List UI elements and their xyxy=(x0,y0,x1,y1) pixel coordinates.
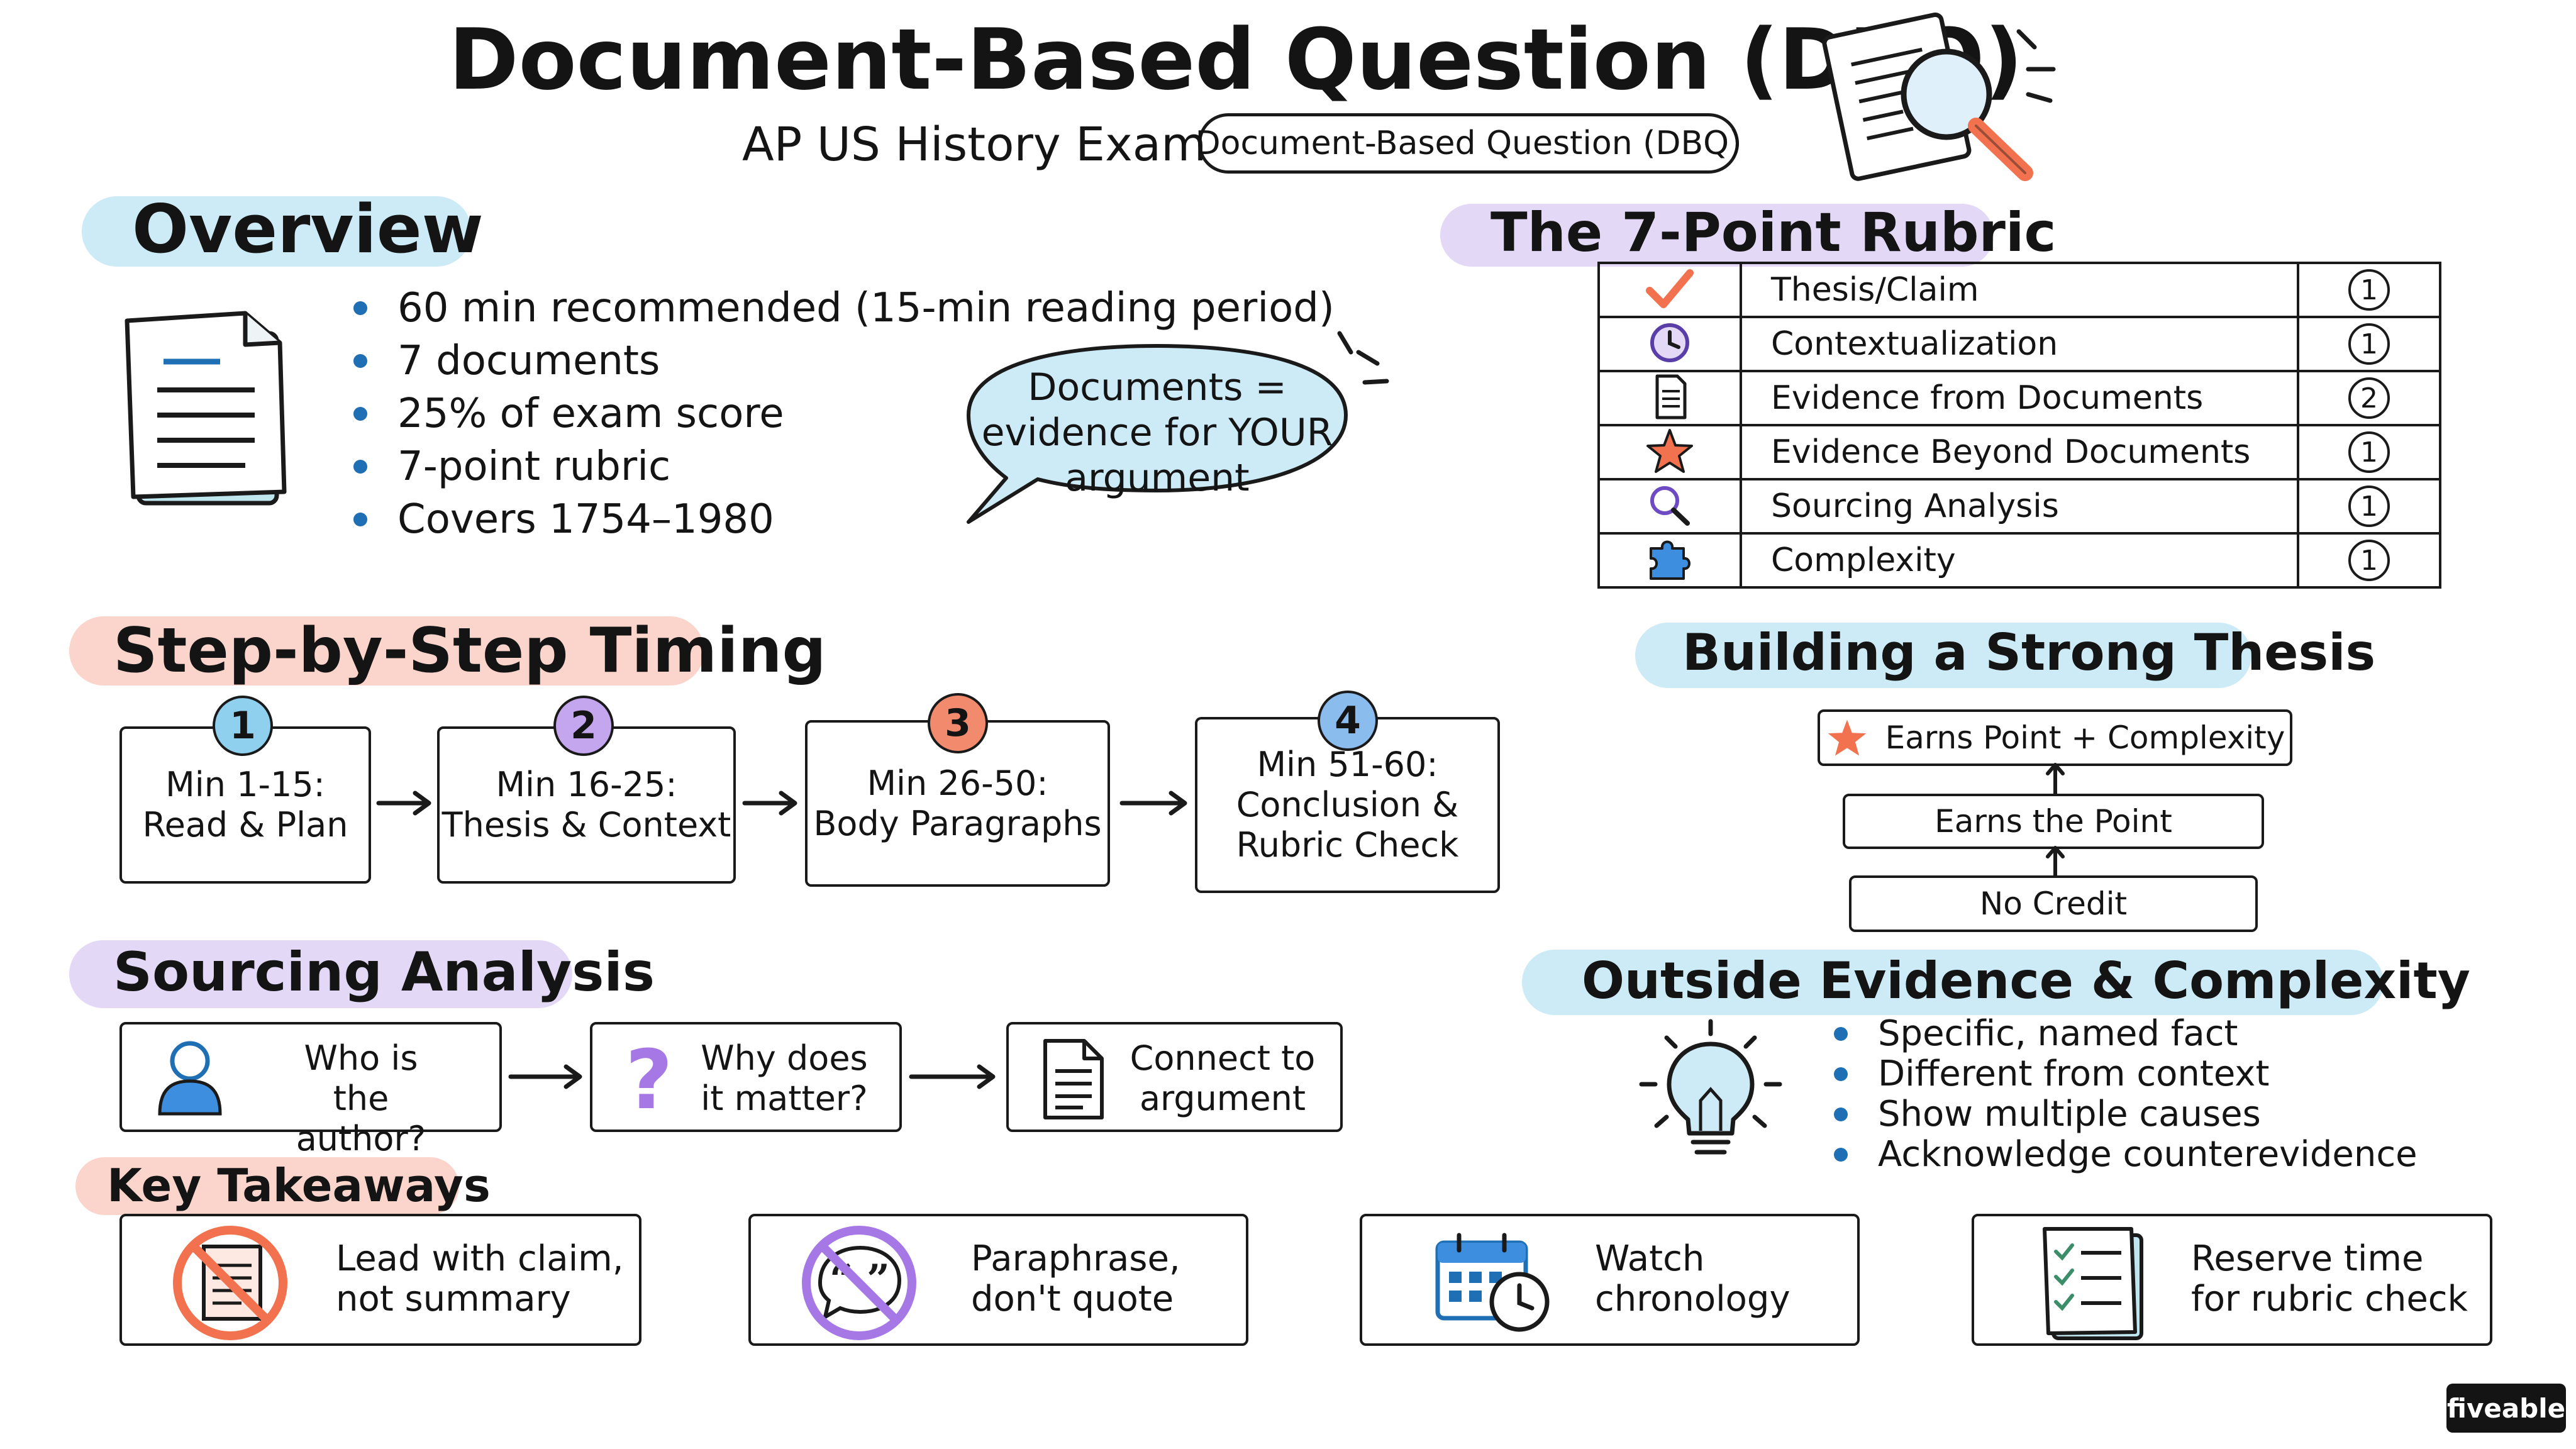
list-item: 25% of exam score xyxy=(350,387,1335,440)
rubric-label: Evidence Beyond Documents xyxy=(1740,424,2299,480)
list-item: Specific, named fact xyxy=(1830,1014,2418,1054)
list-item: Covers 1754–1980 xyxy=(350,493,1335,546)
takeaways-title: Key Takeaways xyxy=(107,1159,491,1212)
rubric-label: Evidence from Documents xyxy=(1740,370,2299,426)
step-number-badge: 2 xyxy=(553,696,614,756)
outside-bullets: Specific, named fact Different from cont… xyxy=(1830,1014,2418,1175)
takeaway-text: Paraphrase, don't quote xyxy=(971,1238,1180,1319)
magnifier-icon xyxy=(1597,478,1742,535)
overview-highlight xyxy=(82,196,472,267)
no-summary-icon xyxy=(173,1226,287,1340)
overview-title: Overview xyxy=(132,191,484,268)
takeaway-text: Lead with claim, not summary xyxy=(336,1238,624,1319)
no-quote-icon: “ ” xyxy=(802,1226,916,1340)
step-number-badge: 1 xyxy=(213,696,273,756)
rubric-points: 2 xyxy=(2348,377,2390,419)
sourcing-title: Sourcing Analysis xyxy=(113,941,655,1004)
sourcing-step-text: Connect to argument xyxy=(1130,1038,1316,1118)
page-title: Document-Based Question (DBQ) xyxy=(448,11,2023,109)
list-item: Show multiple causes xyxy=(1830,1094,2418,1135)
document-icon xyxy=(1043,1039,1104,1119)
list-item: Acknowledge counterevidence xyxy=(1830,1135,2418,1175)
thesis-level-middle: Earns the Point xyxy=(1843,794,2264,849)
outside-highlight xyxy=(1522,950,2384,1015)
takeaway-card: Watch chronology xyxy=(1360,1214,1860,1346)
star-icon xyxy=(1597,424,1742,480)
list-item: Different from context xyxy=(1830,1054,2418,1094)
table-row: Contextualization 1 xyxy=(1597,316,2441,372)
thesis-level-top: Earns Point + Complexity xyxy=(1818,709,2292,766)
lightbulb-icon xyxy=(1639,1019,1782,1155)
takeaway-text: Watch chronology xyxy=(1595,1238,1790,1319)
takeaway-card: “ ” Paraphrase, don't quote xyxy=(748,1214,1248,1346)
brand-logo: fiveable xyxy=(2446,1384,2566,1433)
rubric-title: The 7-Point Rubric xyxy=(1491,201,2057,264)
rubric-points: 1 xyxy=(2348,431,2390,473)
table-row: Evidence from Documents 2 xyxy=(1597,370,2441,426)
sourcing-step-text: Who is the author? xyxy=(296,1038,426,1158)
sourcing-step-why: ? Why does it matter? xyxy=(590,1022,902,1132)
timing-highlight xyxy=(69,616,704,686)
person-icon xyxy=(158,1041,222,1116)
question-mark-icon: ? xyxy=(625,1032,673,1128)
sourcing-step-text: Why does it matter? xyxy=(701,1038,868,1118)
list-item: 60 min recommended (15-min reading perio… xyxy=(350,282,1335,335)
rubric-points: 1 xyxy=(2348,323,2390,365)
arrow-right-icon xyxy=(909,1064,996,1089)
outside-title: Outside Evidence & Complexity xyxy=(1582,952,2470,1010)
rubric-label: Contextualization xyxy=(1740,316,2299,372)
speech-bubble-text: Documents = evidence for YOUR argument xyxy=(981,365,1333,500)
calendar-clock-icon xyxy=(1435,1233,1550,1332)
sourcing-highlight xyxy=(69,940,572,1008)
star-icon xyxy=(1828,719,1866,756)
overview-bullets: 60 min recommended (15-min reading perio… xyxy=(350,282,1335,546)
list-item: 7 documents xyxy=(350,335,1335,387)
table-row: Complexity 1 xyxy=(1597,532,2441,589)
takeaway-card: Lead with claim, not summary xyxy=(119,1214,641,1346)
step-number-badge: 3 xyxy=(928,693,988,753)
rubric-label: Sourcing Analysis xyxy=(1740,478,2299,535)
checklist-icon xyxy=(2043,1227,2143,1340)
step-number-badge: 4 xyxy=(1318,691,1378,751)
speech-bubble xyxy=(967,331,1389,524)
rubric-label: Thesis/Claim xyxy=(1740,262,2299,318)
table-row: Evidence Beyond Documents 1 xyxy=(1597,424,2441,480)
page-subtitle: AP US History Exam xyxy=(742,118,1207,172)
list-item: 7-point rubric xyxy=(350,440,1335,493)
takeaways-highlight xyxy=(75,1157,459,1215)
arrow-up-icon xyxy=(2046,763,2065,797)
clock-icon xyxy=(1597,316,1742,372)
rubric-label: Complexity xyxy=(1740,532,2299,589)
checkmark-icon xyxy=(1597,262,1742,318)
rubric-table: Thesis/Claim 1 Contextualization 1 Evide… xyxy=(1597,262,2441,589)
thesis-level-bottom: No Credit xyxy=(1849,875,2258,932)
table-row: Thesis/Claim 1 xyxy=(1597,262,2441,318)
arrow-right-icon xyxy=(376,791,431,816)
rubric-points: 1 xyxy=(2348,486,2390,527)
puzzle-icon xyxy=(1597,532,1742,589)
sourcing-step-connect: Connect to argument xyxy=(1006,1022,1343,1132)
subtitle-pill: Document-Based Question (DBQ) xyxy=(1196,113,1741,174)
arrow-up-icon xyxy=(2046,846,2065,879)
document-icon xyxy=(1597,370,1742,426)
arrow-right-icon xyxy=(508,1064,582,1089)
takeaway-text: Reserve time for rubric check xyxy=(2191,1238,2468,1319)
timing-title: Step-by-Step Timing xyxy=(113,615,826,687)
magnifying-glass-document-icon xyxy=(1822,13,2056,181)
rubric-highlight xyxy=(1440,204,1994,267)
takeaway-card: Reserve time for rubric check xyxy=(1972,1214,2492,1346)
document-stack-icon xyxy=(125,311,287,506)
timing-step-2: Min 16-25: Thesis & Context xyxy=(437,726,736,884)
rubric-points: 1 xyxy=(2348,269,2390,311)
arrow-right-icon xyxy=(742,791,797,816)
thesis-highlight xyxy=(1635,623,2251,688)
arrow-right-icon xyxy=(1119,791,1187,816)
sourcing-step-author: Who is the author? xyxy=(119,1022,502,1158)
thesis-title: Building a Strong Thesis xyxy=(1682,623,2376,682)
rubric-points: 1 xyxy=(2348,540,2390,581)
table-row: Sourcing Analysis 1 xyxy=(1597,478,2441,535)
